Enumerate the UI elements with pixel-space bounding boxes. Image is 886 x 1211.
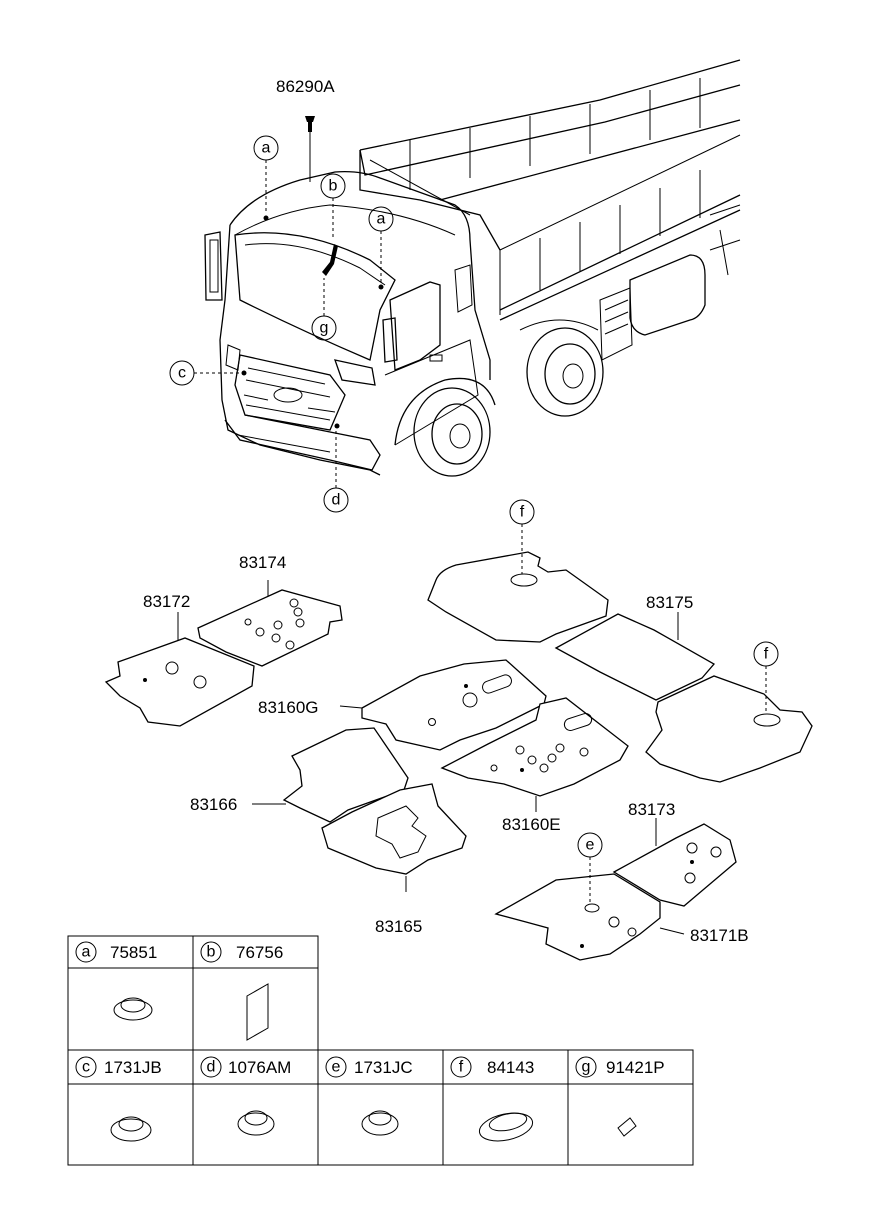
pad-91421P-icon [617, 1117, 637, 1137]
callout-e-label: e [586, 837, 595, 854]
legend-letter-e: e [332, 1059, 341, 1076]
legend-part-75851: 75851 [110, 943, 157, 962]
legend-part-1076AM: 1076AM [228, 1058, 291, 1077]
legend-letter-g: g [582, 1059, 591, 1076]
callout-f-top: f [509, 499, 535, 574]
mat-83173: 83173 [612, 800, 737, 907]
plug-1076AM-icon [237, 1110, 275, 1136]
plug-1731JC-icon [361, 1110, 399, 1136]
legend-part-91421P: 91421P [606, 1058, 665, 1077]
mat-83166: 83166 [190, 727, 409, 823]
part-label-83172: 83172 [143, 592, 190, 611]
callout-c-label: c [178, 365, 186, 382]
part-label-83173: 83173 [628, 800, 675, 819]
legend-table [67, 935, 694, 1166]
legend-letter-a: a [82, 944, 91, 961]
legend-letter-b: b [207, 944, 216, 961]
callout-f-right: f [753, 641, 779, 714]
mat-83172: 83172 [104, 592, 255, 727]
mat-83160E: 83160E [440, 697, 629, 834]
callout-a-label: a [377, 211, 386, 228]
callout-f-label: f [520, 504, 525, 521]
part-label-83160G: 83160G [258, 698, 319, 717]
legend-letter-f: f [459, 1059, 464, 1076]
callout-f-label: f [764, 646, 769, 663]
callout-b: b [320, 173, 346, 240]
callout-e: e [577, 832, 603, 904]
mat-83175: 83175 [427, 551, 813, 783]
legend-cell-b: b 76756 [200, 941, 283, 1041]
legend-part-1731JB: 1731JB [104, 1058, 162, 1077]
part-label-83174: 83174 [239, 553, 286, 572]
legend-part-84143: 84143 [487, 1058, 534, 1077]
callout-c: c [169, 360, 240, 386]
legend-part-76756: 76756 [236, 943, 283, 962]
callout-d: d [323, 430, 349, 513]
legend-cell-g: g 91421P [575, 1056, 665, 1137]
callout-d-label: d [332, 492, 341, 509]
callout-a-right: a [368, 206, 394, 282]
pad-76756-icon [246, 983, 269, 1041]
legend-cell-d: d 1076AM [200, 1056, 291, 1136]
plug-75851-icon [113, 997, 153, 1021]
legend-letter-d: d [207, 1059, 216, 1076]
legend-cell-e: e 1731JC [325, 1056, 413, 1136]
roof-clip-86290A: 86290A [276, 77, 335, 182]
part-label-83165: 83165 [375, 917, 422, 936]
part-label-83175: 83175 [646, 593, 693, 612]
mat-83174: 83174 [197, 553, 343, 667]
part-label-86290A: 86290A [276, 77, 335, 96]
plug-84143-icon [478, 1112, 534, 1142]
legend-cell-c: c 1731JB [75, 1056, 162, 1142]
legend-cell-a: a 75851 [75, 941, 157, 1021]
callout-g: g [311, 278, 337, 341]
callout-g-label: g [320, 320, 329, 337]
plug-1731JB-icon [110, 1116, 152, 1142]
legend-letter-c: c [82, 1059, 90, 1076]
part-label-83160E: 83160E [502, 815, 561, 834]
legend-part-1731JC: 1731JC [354, 1058, 413, 1077]
part-label-83166: 83166 [190, 795, 237, 814]
mat-83171B: 83171B [494, 873, 749, 961]
mat-83165: 83165 [321, 783, 467, 936]
mat-83160G: 83160G [258, 659, 547, 751]
callout-b-label: b [329, 178, 338, 195]
legend-cell-f: f 84143 [450, 1056, 534, 1142]
part-label-83171B: 83171B [690, 926, 749, 945]
truck-illustration [204, 59, 741, 477]
callout-a-left: a [253, 135, 279, 212]
callout-a-label: a [262, 140, 271, 157]
